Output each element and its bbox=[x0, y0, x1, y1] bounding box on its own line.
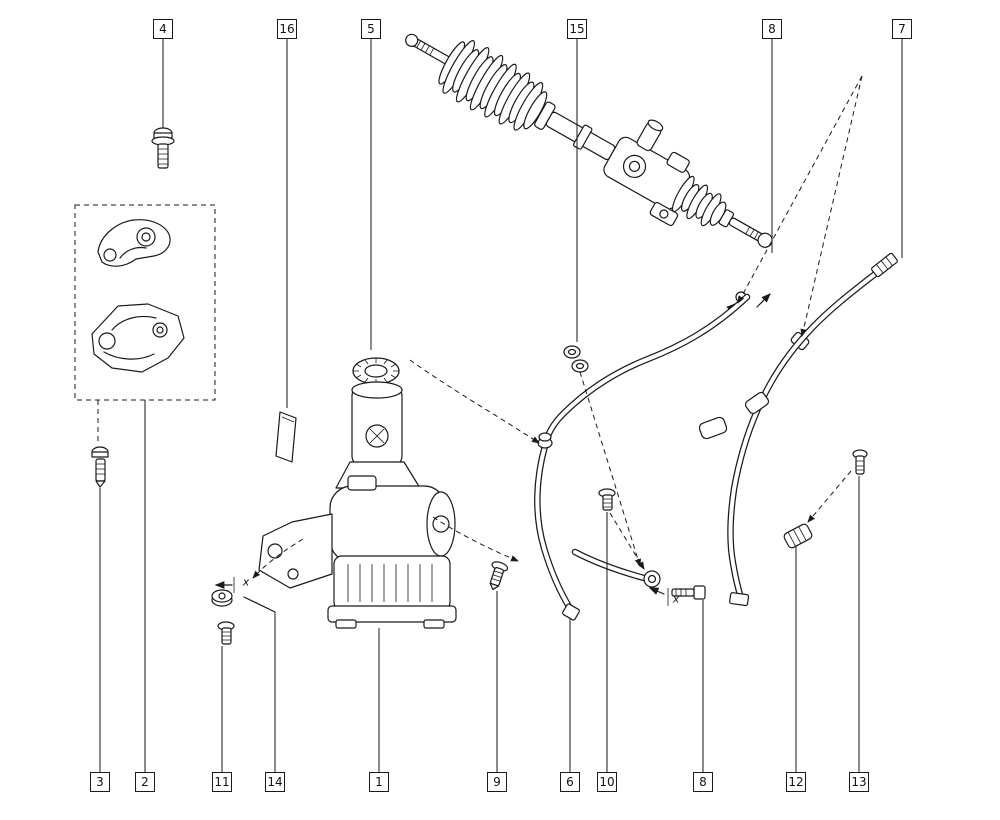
screw-3-drawing bbox=[91, 446, 109, 488]
fit-arrow bbox=[756, 293, 771, 308]
callout-6-bottom[interactable]: 6 bbox=[560, 772, 580, 792]
callout-8-bottom[interactable]: 8 bbox=[693, 772, 713, 792]
nut-11-drawing bbox=[211, 589, 233, 607]
dimension-label-x: x bbox=[672, 592, 680, 606]
banjo-fitting bbox=[643, 570, 661, 588]
callout-5-top[interactable]: 5 bbox=[361, 19, 381, 39]
callout-7-top[interactable]: 7 bbox=[892, 19, 912, 39]
steering-rack-drawing bbox=[405, 33, 810, 351]
power-steering-pump-drawing bbox=[258, 357, 457, 629]
screw-13-drawing bbox=[852, 449, 868, 475]
callout-leader-lines bbox=[99, 39, 903, 772]
callout-16-top[interactable]: 16 bbox=[277, 19, 297, 39]
screw-9-drawing bbox=[489, 561, 509, 591]
pump-bracket bbox=[258, 513, 333, 589]
mounting-brackets-drawing bbox=[74, 204, 216, 401]
pump-base bbox=[333, 555, 451, 611]
callout-4-top[interactable]: 4 bbox=[153, 19, 173, 39]
callout-12-bottom[interactable]: 12 bbox=[786, 772, 806, 792]
clamp-12-drawing bbox=[783, 523, 813, 549]
hose-end-fitting-8 bbox=[729, 592, 750, 607]
spring-clamp bbox=[538, 432, 552, 442]
pad-16-drawing bbox=[275, 411, 297, 463]
hoses-drawing bbox=[534, 252, 898, 621]
reservoir-cap bbox=[352, 357, 400, 385]
callout-11-bottom[interactable]: 11 bbox=[212, 772, 232, 792]
hose-clip bbox=[744, 391, 770, 415]
callout-8-top[interactable]: 8 bbox=[762, 19, 782, 39]
callout-15-top[interactable]: 15 bbox=[567, 19, 587, 39]
callout-2-bottom[interactable]: 2 bbox=[135, 772, 155, 792]
bolt-4-drawing bbox=[151, 127, 175, 169]
callout-13-bottom[interactable]: 13 bbox=[849, 772, 869, 792]
dashed-leaders bbox=[97, 75, 863, 579]
hose-clip bbox=[698, 416, 728, 440]
callout-1-bottom[interactable]: 1 bbox=[369, 772, 389, 792]
bolt-8-drawing bbox=[671, 585, 706, 600]
hose-end-fitting-7 bbox=[871, 252, 898, 278]
callout-14-bottom[interactable]: 14 bbox=[265, 772, 285, 792]
callout-3-bottom[interactable]: 3 bbox=[90, 772, 110, 792]
dimension-markers bbox=[214, 577, 669, 613]
hose-end-fitting-6 bbox=[562, 603, 580, 621]
bolt-10-drawing bbox=[598, 488, 616, 511]
dimension-label-x: x bbox=[242, 575, 250, 589]
bolt-11-drawing bbox=[217, 621, 235, 645]
callout-10-bottom[interactable]: 10 bbox=[597, 772, 617, 792]
washers-15-drawing bbox=[563, 345, 589, 373]
callout-9-bottom[interactable]: 9 bbox=[487, 772, 507, 792]
